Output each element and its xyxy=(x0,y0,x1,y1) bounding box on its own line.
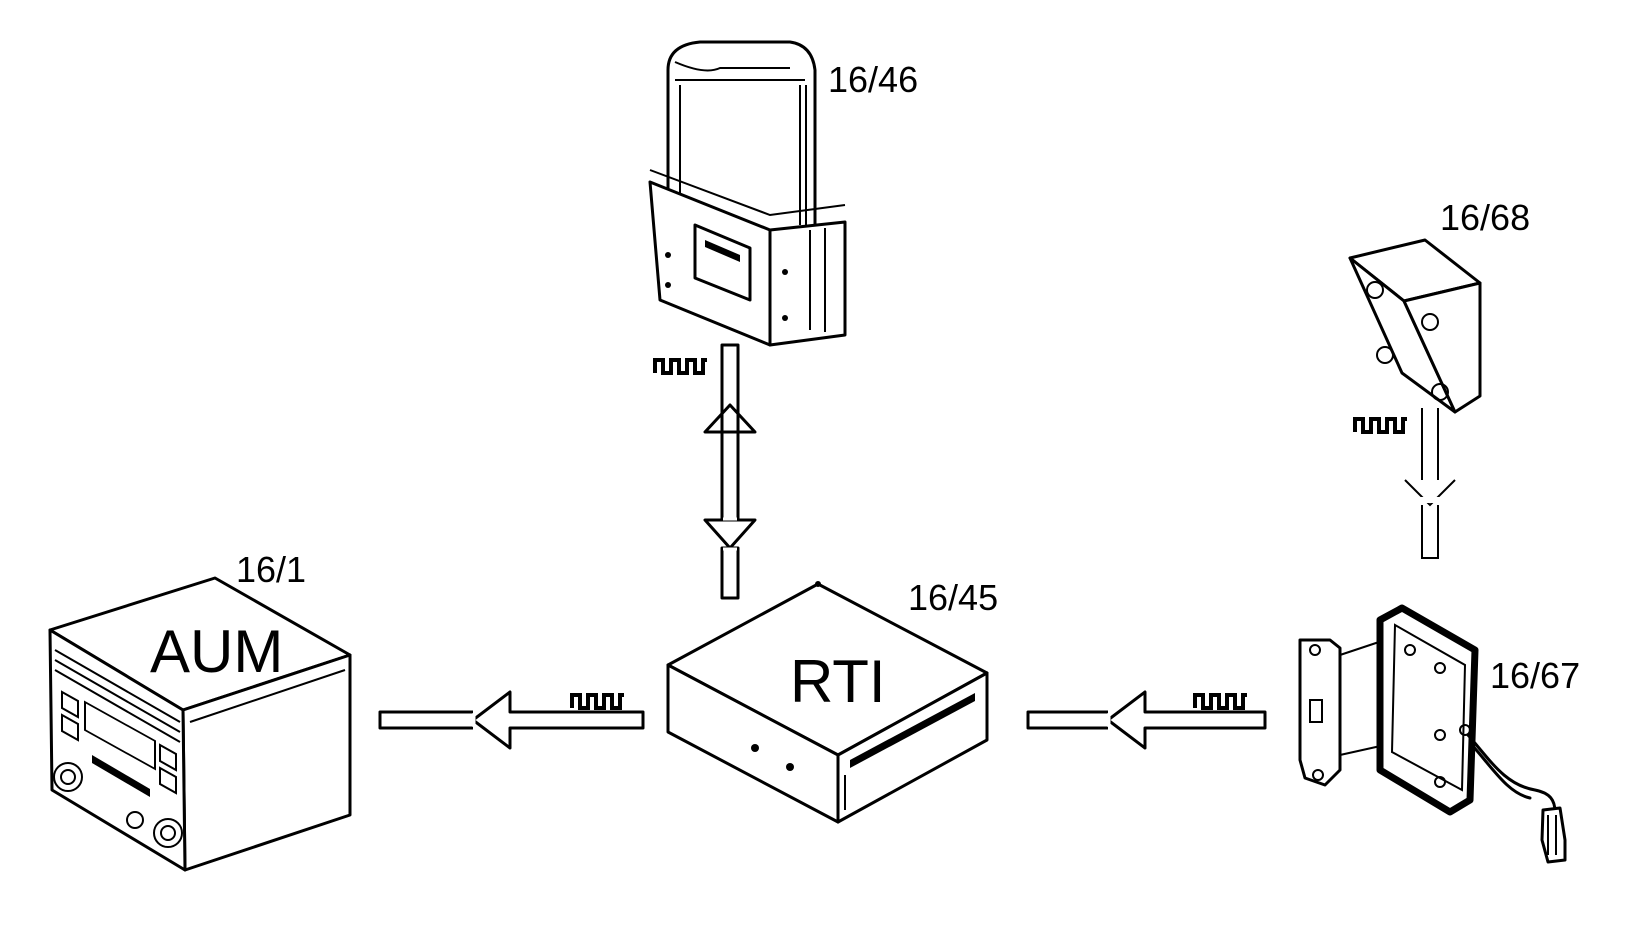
antenna-reference-label: 16/68 xyxy=(1440,197,1531,238)
gps-reference-label: 16/67 xyxy=(1490,655,1581,696)
rti-reference-label: 16/45 xyxy=(908,577,999,618)
antenna-unit-icon xyxy=(1348,238,1482,414)
aum-reference-label: 16/1 xyxy=(236,549,307,590)
arrow-rti-to-aum xyxy=(378,690,645,750)
rti-name-label: RTI xyxy=(790,648,886,715)
signal-pulse-icon xyxy=(653,358,707,375)
arrow-display-rti-bidirectional xyxy=(703,343,757,600)
arrow-antenna-to-gps xyxy=(1404,408,1456,559)
signal-pulse-icon xyxy=(1353,417,1407,434)
signal-pulse-icon xyxy=(570,693,624,710)
gps-unit-icon xyxy=(1298,604,1567,864)
signal-pulse-icon xyxy=(1193,693,1247,710)
arrow-gps-to-rti xyxy=(1026,690,1267,750)
rti-unit-icon xyxy=(666,581,989,824)
display-unit-icon xyxy=(648,40,847,347)
aum-name-label: AUM xyxy=(150,618,284,685)
aum-unit-icon xyxy=(48,576,352,872)
display-reference-label: 16/46 xyxy=(828,59,919,100)
